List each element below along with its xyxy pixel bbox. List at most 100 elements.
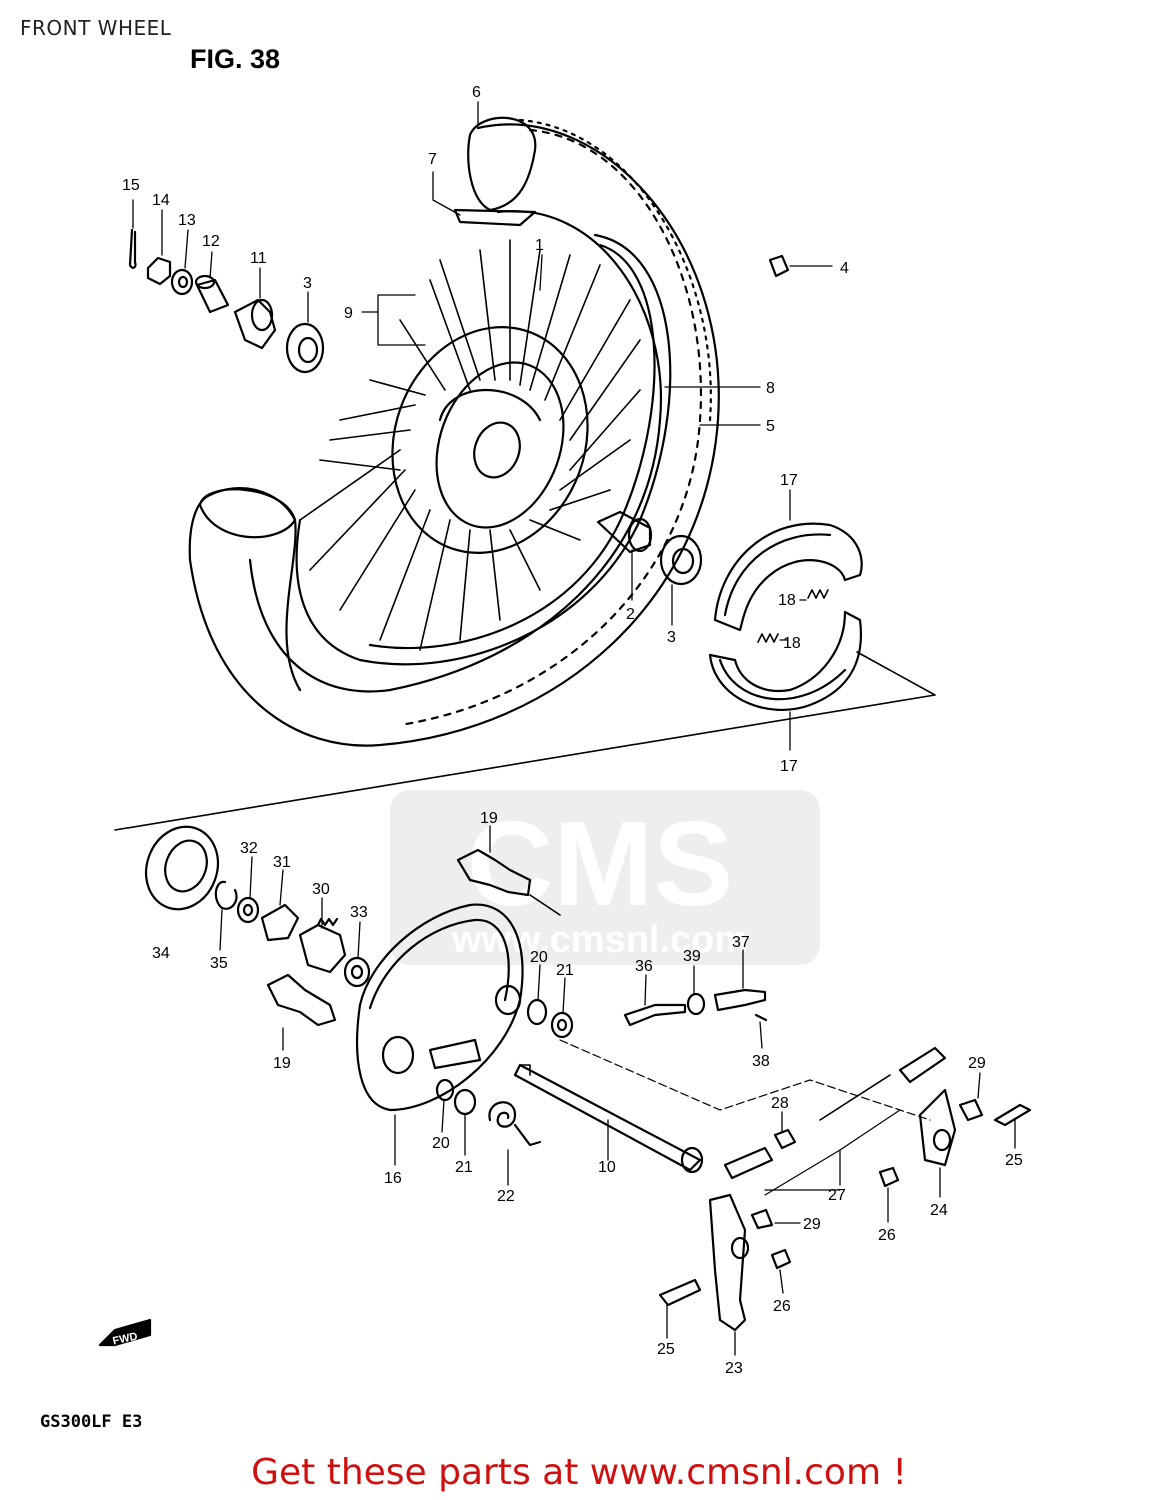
model-label: GS300LF E3	[40, 1412, 143, 1432]
callout-17b: 17	[780, 758, 798, 775]
part-13-washer	[170, 268, 194, 296]
callout-18b: 18	[783, 635, 801, 652]
callout-5: 5	[766, 418, 775, 435]
part-23-cam-lever	[708, 1193, 750, 1332]
part-28-nut	[773, 1128, 797, 1150]
callout-30: 30	[312, 881, 330, 898]
callout-17a: 17	[780, 472, 798, 489]
callout-25b: 25	[657, 1341, 675, 1358]
part-38-pin	[754, 1013, 768, 1022]
callout-37: 37	[732, 934, 750, 951]
callout-20b: 20	[432, 1135, 450, 1152]
part-10-axle	[513, 1039, 931, 1174]
callout-19a: 19	[480, 810, 498, 827]
part-2-spacer	[596, 510, 653, 554]
part-27-brake-rod	[723, 1046, 947, 1196]
callout-32: 32	[240, 840, 258, 857]
callout-27: 27	[828, 1187, 846, 1204]
callout-34: 34	[152, 945, 170, 962]
callout-7: 7	[428, 151, 437, 168]
part-29-pin-left	[750, 1208, 774, 1230]
figure-label: FIG. 38	[190, 44, 281, 74]
svg-text:CMS: CMS	[467, 797, 734, 931]
callout-14: 14	[152, 192, 170, 209]
part-21-washer-upper	[550, 1011, 574, 1039]
callout-33: 33	[350, 904, 368, 921]
part-18-spring-lower	[757, 633, 779, 643]
part-14-nut	[146, 256, 172, 286]
callout-29b: 29	[803, 1216, 821, 1233]
part-26-nut-left	[770, 1248, 792, 1270]
callout-8: 8	[766, 380, 775, 397]
callout-26a: 26	[878, 1227, 896, 1244]
callout-16: 16	[384, 1170, 402, 1187]
rim	[295, 233, 672, 666]
forward-marker-label: FWD	[112, 1331, 139, 1348]
part-30-gear	[298, 917, 347, 974]
page-title: FRONT WHEEL	[20, 16, 172, 40]
callout-26b: 26	[773, 1298, 791, 1315]
callout-20a: 20	[530, 949, 548, 966]
callout-9: 9	[344, 305, 353, 322]
callout-15: 15	[122, 177, 140, 194]
part-16-brake-panel	[355, 903, 524, 1112]
part-24-brake-lever	[918, 1088, 957, 1167]
section-divider	[114, 651, 936, 831]
part-35-circlip	[214, 880, 238, 910]
svg-text:www.cmsnl.com: www.cmsnl.com	[451, 919, 748, 961]
part-25-bolt-right	[993, 1103, 1032, 1127]
spokes	[299, 239, 641, 651]
callout-2: 2	[626, 606, 635, 623]
part-33-washer	[343, 956, 371, 988]
callout-22: 22	[497, 1188, 515, 1205]
callout-3a: 3	[303, 275, 312, 292]
part-20-washer-upper	[526, 998, 548, 1026]
callout-35: 35	[210, 955, 228, 972]
callout-24: 24	[930, 1202, 948, 1219]
part-15-cotter-pin	[128, 228, 137, 269]
callout-39: 39	[683, 948, 701, 965]
part-17-brake-shoe-lower	[708, 610, 862, 712]
callout-10: 10	[598, 1159, 616, 1176]
part-12-spacer	[194, 274, 230, 314]
callout-29a: 29	[968, 1055, 986, 1072]
part-3-bearing-left	[285, 322, 325, 374]
part-20-washer-lower	[435, 1078, 455, 1102]
forward-arrow-icon	[98, 1318, 152, 1347]
part-22-return-spring	[488, 1101, 542, 1147]
part-19-lower	[266, 973, 337, 1027]
part-4-valve-cap	[768, 254, 790, 278]
leader-lines	[132, 101, 1016, 1356]
callout-13: 13	[178, 212, 196, 229]
part-37-bushing	[713, 988, 767, 1012]
part-34-oil-seal	[145, 825, 219, 911]
callout-3b: 3	[667, 629, 676, 646]
callout-4: 4	[840, 260, 849, 277]
part-3-bearing-right	[659, 534, 703, 586]
callout-25a: 25	[1005, 1152, 1023, 1169]
callout-12: 12	[202, 233, 220, 250]
callout-21b: 21	[455, 1159, 473, 1176]
part-11-spacer	[233, 298, 277, 350]
part-32-washer	[236, 896, 260, 924]
part-18-spring-upper	[807, 589, 829, 599]
part-19-upper	[456, 848, 561, 916]
part-29-pin-right	[958, 1098, 984, 1122]
get-parts-link[interactable]: Get these parts at www.cmsnl.com !	[251, 1452, 907, 1493]
part-21-washer-lower	[453, 1088, 477, 1116]
callout-11: 11	[250, 250, 267, 267]
callout-19b: 19	[273, 1055, 291, 1072]
part-26-nut-right	[878, 1166, 900, 1188]
callout-6: 6	[472, 84, 481, 101]
callout-labels: 1 2 3 3 4 5 6 7 8 9 10 11 12 13 14 15 16…	[112, 84, 1023, 1377]
tire	[188, 116, 720, 747]
cms-watermark: CMS www.cmsnl.com	[390, 790, 820, 965]
part-36-speedo-gear	[623, 1003, 687, 1027]
callout-1: 1	[535, 237, 544, 254]
part-31-retainer	[260, 903, 300, 942]
part-39-washer	[686, 992, 706, 1016]
part-17-brake-shoe-upper	[713, 522, 863, 632]
part-25-bolt-left	[658, 1278, 702, 1307]
callout-23: 23	[725, 1360, 743, 1377]
